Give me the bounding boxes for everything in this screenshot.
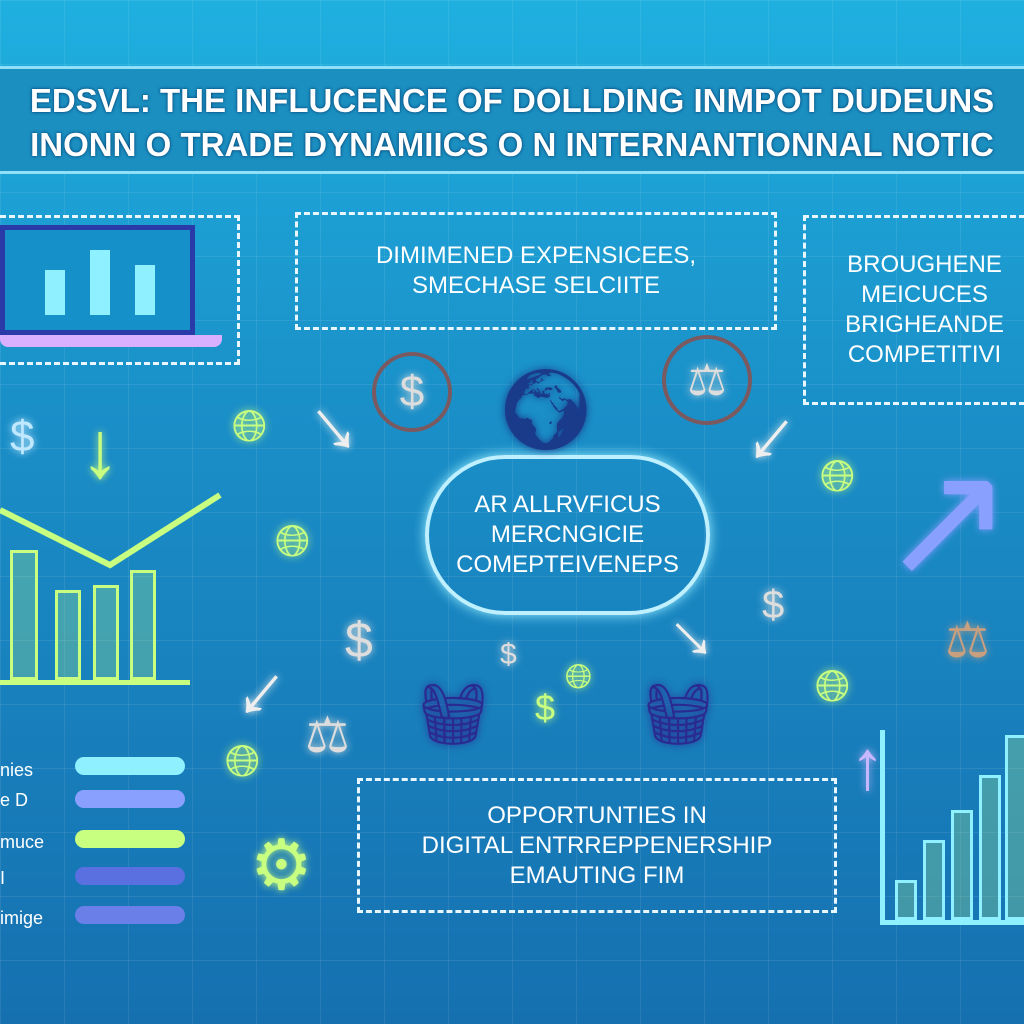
legend-label: e D [0, 790, 29, 810]
chart-bar [1005, 735, 1024, 920]
legend-label: I [0, 868, 6, 888]
box-text: DIGITAL ENTRREPPENERSHIP [421, 831, 773, 859]
chart-bar [130, 570, 156, 680]
chart-bar [55, 590, 81, 680]
chart-bar [979, 775, 1001, 920]
box-text: BRIGHEANDE [845, 311, 1004, 338]
chart-bar [923, 840, 945, 920]
globe-icon: 🌐︎ [815, 662, 851, 711]
legend-label: nies [0, 760, 34, 780]
bottom-center-box: OPPORTUNTIES IN DIGITAL ENTRREPPENERSHIP… [357, 778, 837, 913]
box-text: EMAUTING FIM [509, 861, 685, 889]
arrow-up-icon: ↑ [850, 726, 885, 804]
dollar-icon: $ [535, 687, 556, 728]
cloud-text: MERCNGICIE [490, 521, 645, 548]
top-center-box: DIMIMENED EXPENSICEES, SMECHASE SELCIITE [295, 212, 777, 330]
title-line-1: EDSVL: THE INFLUCENCE OF DOLLDING INMPOT… [29, 82, 995, 119]
chart-bar [93, 585, 119, 680]
center-cloud: AR ALLRVFICUS MERCNGICIE COMEPTEIVENEPS [425, 455, 710, 615]
globe-icon: 🌐︎ [565, 658, 593, 696]
cloud-text: AR ALLRVFICUS [474, 491, 661, 518]
laptop-chart-icon [0, 225, 195, 335]
cloud-text: COMEPTEIVENEPS [456, 551, 679, 578]
dollar-icon: $ [762, 583, 785, 627]
globe-icon: 🌐︎ [275, 517, 311, 566]
chart-bar [895, 880, 917, 920]
dashed-frame-left [0, 215, 240, 365]
basket-icon: 🧺︎ [415, 681, 492, 748]
globe-icon: 🌐︎ [225, 737, 261, 786]
right-bar-chart-icon [880, 730, 1024, 925]
legend-label: muce [0, 832, 45, 852]
chart-bar [951, 810, 973, 920]
chart-bar [10, 550, 38, 680]
box-text: SMECHASE SELCIITE [411, 272, 661, 299]
trend-line-icon [0, 492, 222, 569]
box-text: COMPETITIVI [847, 341, 1002, 368]
dollar-icon: $ [10, 412, 35, 461]
world-map-icon: 🌍︎ [495, 365, 597, 454]
box-text: DIMIMENED EXPENSICEES, [375, 242, 697, 269]
legend-bar [75, 790, 185, 808]
laptop-base [0, 335, 222, 347]
legend-bar [75, 830, 185, 848]
scales-icon: ⚖ [945, 612, 990, 668]
basket-icon: 🧺︎ [640, 681, 717, 748]
arrow-up-right-icon: ↗ [880, 430, 1015, 609]
box-text: MEICUCES [861, 281, 988, 308]
box-text: BROUGHENE [847, 251, 1002, 278]
scales-icon: ⚖ [305, 707, 350, 763]
top-right-box: BROUGHENE MEICUCES BRIGHEANDE COMPETITIV… [803, 215, 1024, 405]
dollar-icon: $ [500, 638, 517, 671]
gear-icon: ⚙ [250, 826, 313, 904]
title-banner: EDSVL: THE INFLUCENCE OF DOLLDING INMPOT… [0, 66, 1024, 174]
globe-icon: 🌐︎ [820, 452, 856, 501]
legend-bar [75, 757, 185, 775]
legend-label: imige [0, 908, 44, 928]
dollar-icon: $ [372, 352, 452, 432]
left-bar-chart-icon [0, 550, 190, 685]
legend-bar [75, 906, 185, 924]
title-line-2: INONN O TRADE DYNAMIICS O N INTERNANTION… [30, 126, 994, 163]
legend-bar [75, 867, 185, 885]
box-text: OPPORTUNTIES IN [487, 801, 707, 829]
scales-icon: ⚖ [662, 335, 752, 425]
globe-icon: 🌐︎ [232, 402, 268, 451]
dollar-icon: $ [345, 612, 373, 668]
arrow-down-icon: ↓ [80, 405, 120, 494]
